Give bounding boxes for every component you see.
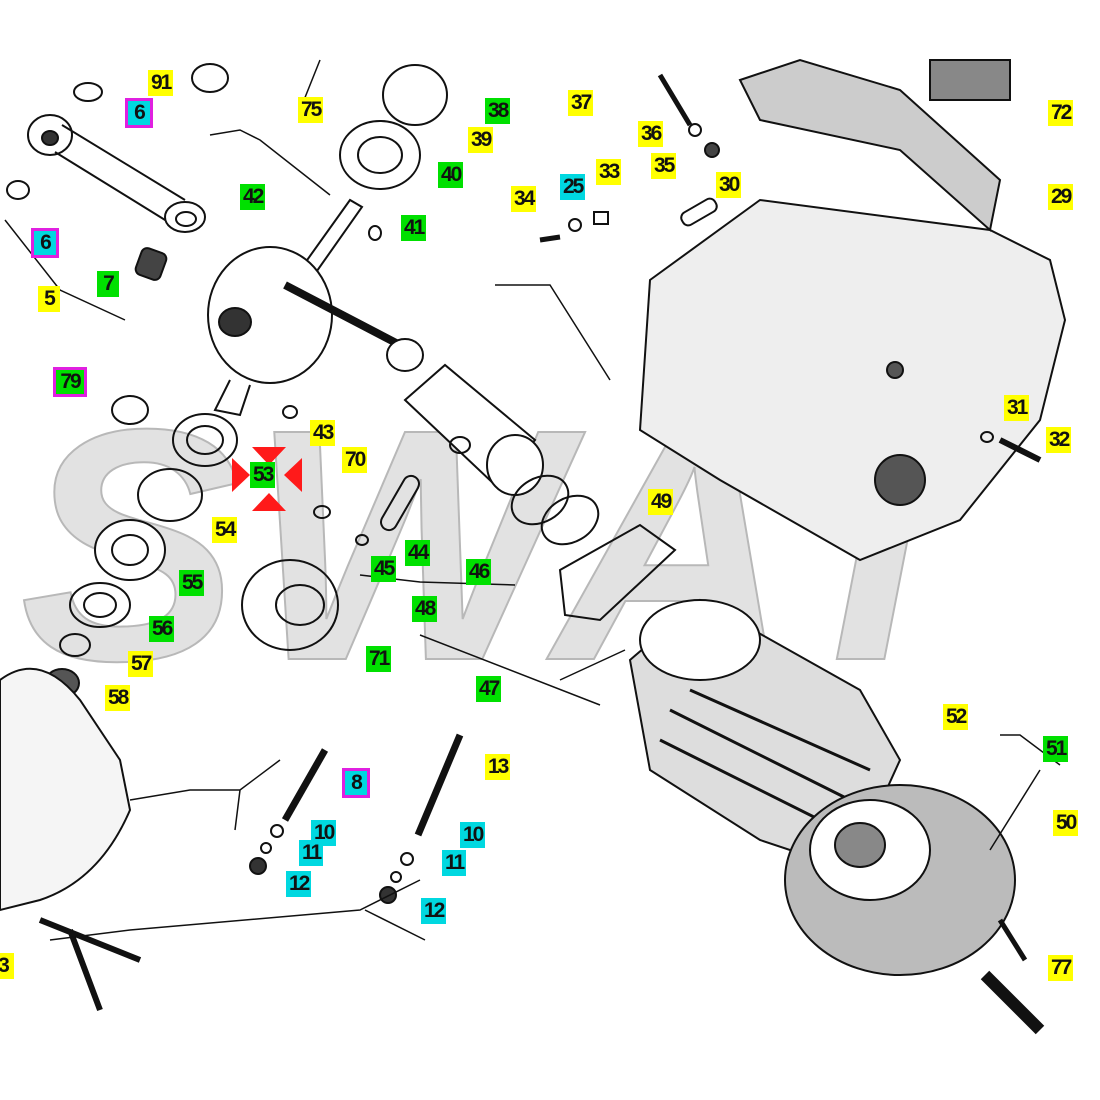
part-label-40[interactable]: 40 <box>438 162 464 188</box>
cylinder-head <box>784 784 1028 976</box>
part-label-29[interactable]: 29 <box>1048 184 1074 210</box>
seal <box>172 413 238 467</box>
part-label-77[interactable]: 77 <box>1048 955 1074 981</box>
part-label-91[interactable]: 91 <box>148 70 174 96</box>
part-label-70[interactable]: 70 <box>342 447 368 473</box>
part-label-36[interactable]: 36 <box>638 121 664 147</box>
part-label-33[interactable]: 33 <box>596 159 622 185</box>
part-label-39[interactable]: 39 <box>468 127 494 153</box>
washer-57 <box>59 633 91 657</box>
part-label-57[interactable]: 57 <box>128 651 154 677</box>
part-label-34[interactable]: 34 <box>511 186 537 212</box>
piston-ring <box>540 494 600 546</box>
part-label-58[interactable]: 58 <box>105 685 131 711</box>
part-label-11[interactable]: 11 <box>299 840 324 866</box>
part-label-52[interactable]: 52 <box>943 704 969 730</box>
pin-30 <box>680 197 718 227</box>
part-label-50[interactable]: 50 <box>1053 810 1079 836</box>
side-cover <box>638 198 1067 562</box>
highlight-arrows <box>232 447 302 511</box>
connecting-rod <box>27 114 206 233</box>
cover-plate <box>738 58 1002 232</box>
needle-bearing-7 <box>134 247 168 281</box>
part-label-75[interactable]: 75 <box>298 97 324 123</box>
part-label-5[interactable]: 5 <box>38 286 60 312</box>
part-label-25[interactable]: 25 <box>560 174 586 200</box>
part-label-10[interactable]: 10 <box>460 822 486 848</box>
part-label-53[interactable]: 53 <box>250 462 276 488</box>
part-label-54[interactable]: 54 <box>212 517 238 543</box>
part-label-30[interactable]: 30 <box>716 172 742 198</box>
part-label-12[interactable]: 12 <box>421 898 447 924</box>
washer-6-top <box>73 82 103 102</box>
part-label-49[interactable]: 49 <box>648 489 674 515</box>
circlip-39 <box>382 64 448 126</box>
part-label-32[interactable]: 32 <box>1046 427 1072 453</box>
bearing-55 <box>94 519 166 581</box>
part-label-44[interactable]: 44 <box>405 540 431 566</box>
part-label-35[interactable]: 35 <box>651 153 677 179</box>
part-label-46[interactable]: 46 <box>466 559 492 585</box>
bolt-32 <box>998 437 1042 463</box>
part-label-6[interactable]: 6 <box>31 228 59 258</box>
piston-ring <box>510 474 570 526</box>
piston <box>403 363 544 496</box>
nut-91 <box>191 63 229 93</box>
stud-13 <box>414 733 464 837</box>
seal-79 <box>111 395 149 425</box>
crankshaft <box>207 198 424 417</box>
part-label-79[interactable]: 79 <box>53 367 87 397</box>
bearing-71 <box>241 559 339 651</box>
part-label-51[interactable]: 51 <box>1043 736 1069 762</box>
part-label-31[interactable]: 31 <box>1004 395 1030 421</box>
part-label-6[interactable]: 6 <box>125 98 153 128</box>
circlip-54 <box>137 468 203 522</box>
clip-43 <box>282 405 298 419</box>
part-label-8[interactable]: 8 <box>342 768 370 798</box>
bolt-37 <box>657 73 693 127</box>
bearing-40 <box>339 120 421 190</box>
key-41 <box>368 225 382 241</box>
part-label-10[interactable]: 10 <box>311 820 337 846</box>
part-label-38[interactable]: 38 <box>485 98 511 124</box>
part-label-45[interactable]: 45 <box>371 556 397 582</box>
washer-6-left <box>6 180 30 200</box>
part-label-55[interactable]: 55 <box>179 570 205 596</box>
spark-plug <box>980 970 1045 1035</box>
gasket-49 <box>558 523 677 622</box>
crankcase <box>0 667 132 912</box>
part-label-37[interactable]: 37 <box>568 90 594 116</box>
part-label-48[interactable]: 48 <box>412 596 438 622</box>
seal-56 <box>69 582 131 628</box>
part-label-56[interactable]: 56 <box>149 616 175 642</box>
part-label-71[interactable]: 71 <box>366 646 392 672</box>
part-label-42[interactable]: 42 <box>240 184 266 210</box>
part-label-43[interactable]: 43 <box>310 420 336 446</box>
part-label-3[interactable]: 3 <box>0 953 14 979</box>
clip-45 <box>355 534 369 546</box>
piston-pin-44 <box>380 474 420 532</box>
part-label-72[interactable]: 72 <box>1048 100 1074 126</box>
part-label-12[interactable]: 12 <box>286 871 312 897</box>
part-label-7[interactable]: 7 <box>97 271 119 297</box>
part-label-11[interactable]: 11 <box>442 850 467 876</box>
clip-70 <box>313 505 331 519</box>
stud-8 <box>281 748 329 822</box>
part-label-47[interactable]: 47 <box>476 676 502 702</box>
part-label-13[interactable]: 13 <box>485 754 511 780</box>
part-label-41[interactable]: 41 <box>401 215 427 241</box>
